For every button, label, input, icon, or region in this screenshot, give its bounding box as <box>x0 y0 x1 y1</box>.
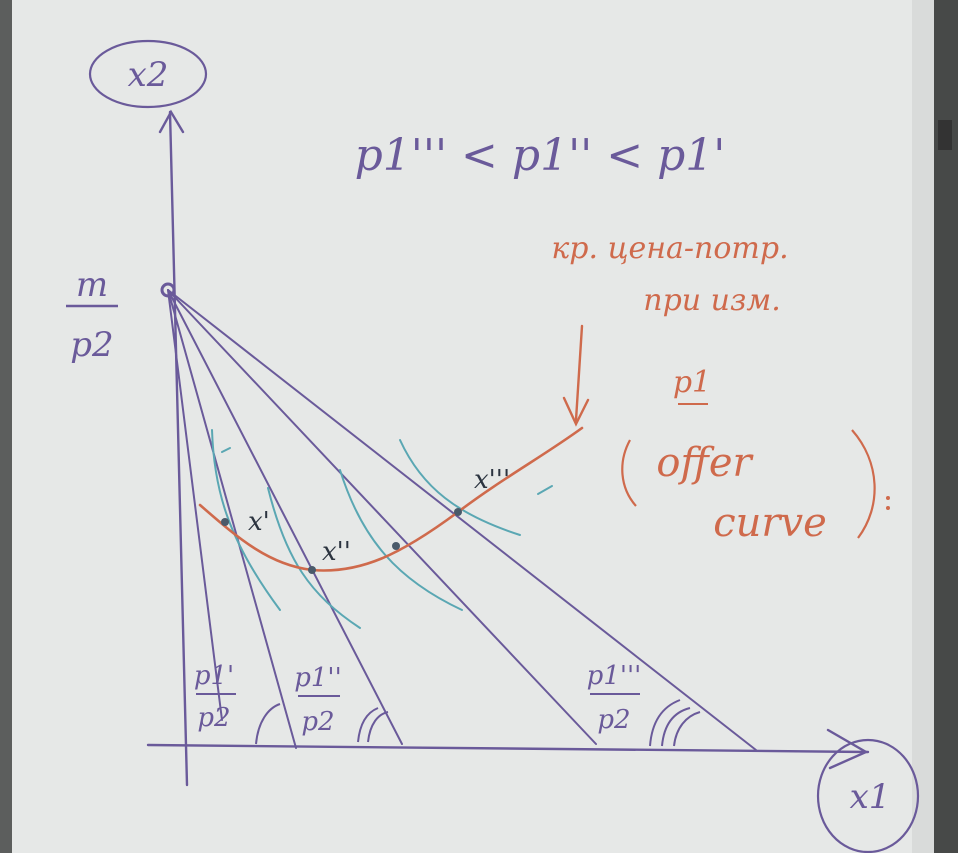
y-axis <box>168 110 189 787</box>
slope-label-2-num: p1'' <box>294 663 341 693</box>
indifference-curve-4 <box>399 439 521 536</box>
slope-label-3-den: p2 <box>597 705 630 735</box>
angle-arc-2a <box>357 707 379 743</box>
pointer-arrow-head <box>562 396 590 427</box>
budget-line-1 <box>167 289 297 749</box>
budget-line-steep <box>167 289 223 721</box>
intercept-numerator: m <box>76 265 108 305</box>
pointer-arrow-shaft <box>574 324 584 422</box>
y-axis-label: x2 <box>128 55 169 95</box>
indifference-curve-1 <box>211 429 281 611</box>
trailing-dot-2 <box>886 506 890 510</box>
curve-label-english-1: offer <box>656 440 754 486</box>
x-axis-label-circle <box>816 738 920 853</box>
curve-label-line2: при изм. <box>643 283 780 318</box>
indifference-curve-2 <box>267 487 361 629</box>
bundle-point-3 <box>392 542 400 550</box>
paren-right <box>851 429 876 539</box>
bundle-label-3: x''' <box>474 465 510 495</box>
angle-arc-3a <box>649 699 681 747</box>
curve-label-english-2: curve <box>713 500 827 546</box>
budget-line-2 <box>167 289 403 745</box>
angle-arc-3b <box>661 707 691 747</box>
bundle-label-2: x'' <box>322 537 351 567</box>
budget-line-3 <box>167 289 597 745</box>
curve-label-line1: кр. цена-потр. <box>551 231 788 266</box>
frame-bracket <box>938 120 952 150</box>
board-edge <box>912 0 934 853</box>
x-axis-label: x1 <box>850 777 891 817</box>
offer-curve <box>198 426 584 572</box>
intercept-denominator: p2 <box>70 325 113 365</box>
angle-arc-2b <box>367 711 389 743</box>
curve-tick-2 <box>537 485 553 495</box>
y-axis-label-circle <box>88 39 208 109</box>
indifference-curve-3 <box>339 469 463 611</box>
bundle-point-1 <box>221 518 229 526</box>
bundle-label-1: x' <box>248 507 270 537</box>
slope-label-3-num: p1''' <box>587 661 642 691</box>
paren-left <box>621 439 637 507</box>
curve-tick-1 <box>221 447 231 453</box>
price-order-text: p1''' < p1'' < p1' <box>355 130 726 181</box>
angle-arc-3c <box>673 711 701 747</box>
x-axis <box>146 743 870 754</box>
budget-line-4 <box>167 289 757 751</box>
y-axis-arrow <box>158 109 185 134</box>
x-axis-arrow <box>826 728 869 770</box>
bundle-point-2 <box>308 566 316 574</box>
slope-label-1-num: p1' <box>194 661 234 691</box>
slope-label-2-den: p2 <box>301 707 334 737</box>
whiteboard <box>12 0 912 853</box>
slope-label-1-den: p2 <box>197 703 230 733</box>
curve-label-line3: p1 <box>673 365 711 400</box>
trailing-dot-1 <box>886 496 890 500</box>
bundle-point-4 <box>454 508 462 516</box>
angle-arc-1 <box>255 703 281 745</box>
